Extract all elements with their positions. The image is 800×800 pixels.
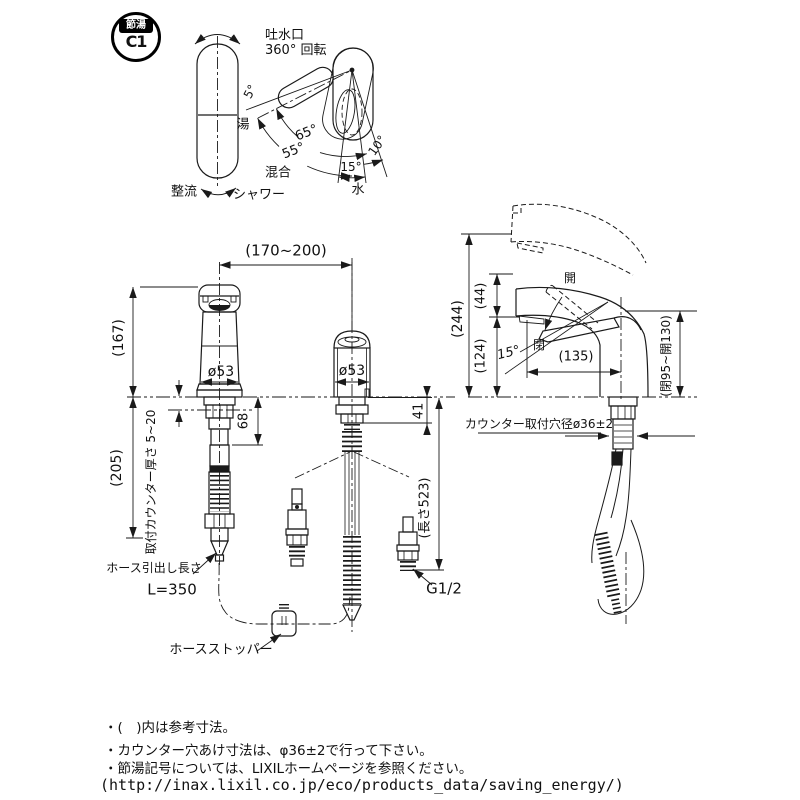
hose-pullout-value: L=350	[147, 580, 197, 599]
thread-size-label: G1/2	[426, 579, 462, 598]
spout-rotation-line1: 吐水口	[265, 28, 305, 43]
angle-15-top-label: 15°	[340, 160, 362, 175]
dia-53-mid-label: ø53	[338, 362, 366, 379]
open-label: 開	[563, 271, 577, 286]
dim-68-label: 68	[236, 412, 252, 430]
cold-water-label: 水	[351, 182, 365, 198]
spout-rotation-line2: 360° 回転	[265, 42, 327, 58]
hot-water-label: 湯	[236, 117, 250, 133]
dia-53-left-label: ø53	[207, 363, 235, 380]
dim-handle-range-label: (閉95~開130)	[659, 315, 674, 397]
spout-rotation-label: 吐水口 360° 回転	[265, 28, 327, 59]
dim-124-label: (124)	[473, 338, 489, 374]
eco-badge-top: 節湯	[119, 19, 153, 33]
eco-badge: 節湯 C1	[111, 12, 161, 62]
dim-135-label: (135)	[558, 349, 594, 365]
note-eco-mark: ・節湯記号については、LIXILホームページを参照ください。	[104, 761, 473, 777]
close-label: 閉	[532, 338, 546, 353]
dim-44-label: (44)	[473, 282, 489, 310]
hose-pullout-label: ホース引出し長さ	[106, 561, 202, 576]
counter-hole-label: カウンター取付穴径ø36±2	[464, 417, 614, 432]
mix-label: 混合	[264, 165, 292, 181]
dim-width-label: (170~200)	[245, 241, 327, 260]
hose-length-label: (長さ523)	[417, 477, 433, 539]
stream-label: 整流	[170, 184, 198, 200]
dim-205-label: (205)	[108, 449, 125, 487]
dim-244-label: (244)	[449, 300, 466, 338]
dim-41-label: 41	[411, 402, 427, 420]
note-reference-dims: ・( )内は参考寸法。	[104, 720, 237, 736]
shower-label: シャワー	[232, 187, 286, 203]
eco-badge-code: C1	[125, 32, 148, 51]
counter-thickness-label: 取付カウンター厚さ 5~20	[144, 409, 159, 555]
dim-167-label: (167)	[110, 319, 127, 357]
note-counter-hole: ・カウンター穴あけ寸法は、φ36±2で行って下さい。	[104, 743, 433, 759]
note-url: (http://inax.lixil.co.jp/eco/products_da…	[100, 776, 624, 794]
hose-stopper-label: ホースストッパー	[169, 642, 273, 658]
